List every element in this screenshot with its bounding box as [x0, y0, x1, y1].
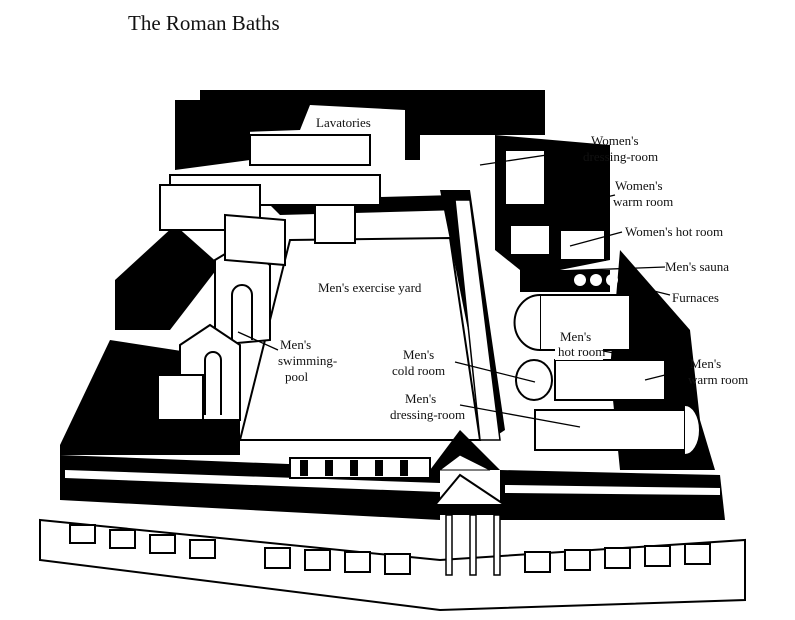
label-mens-cold-1: Men's	[403, 347, 434, 362]
label-mens-hot-2: hot room	[558, 344, 605, 359]
label-mens-cold-2: cold room	[392, 363, 445, 378]
label-womens-warm-2: warm room	[613, 194, 673, 209]
leader-mens-warm	[644, 369, 686, 381]
label-mens-swimming-3: pool	[285, 369, 309, 384]
label-womens-hot: Women's hot room	[625, 224, 723, 239]
leader-furnaces	[629, 284, 671, 296]
leader-womens-dressing	[479, 146, 601, 166]
label-womens-dressing-1: Women's	[591, 133, 639, 148]
label-mens-sauna: Men's sauna	[665, 259, 729, 274]
label-mens-swimming-2: swimming-	[278, 353, 337, 368]
label-womens-warm-1: Women's	[615, 178, 663, 193]
room-labels: Lavatories Women's dressing-room Women's…	[278, 113, 748, 422]
label-mens-hot-1: Men's	[560, 329, 591, 344]
label-mens-dressing-2: dressing-room	[390, 407, 465, 422]
leader-womens-warm	[529, 194, 616, 216]
leader-mens-sauna	[529, 266, 666, 273]
leader-mens-swimming	[237, 331, 279, 351]
leader-lines	[237, 146, 686, 428]
label-lavatories: Lavatories	[316, 115, 371, 130]
leader-mens-hot	[597, 349, 636, 358]
diagram-title: The Roman Baths	[128, 11, 280, 35]
label-womens-dressing-2: dressing-room	[583, 149, 658, 164]
label-mens-warm-2: warm room	[688, 372, 748, 387]
leader-womens-hot	[569, 231, 623, 247]
label-mens-dressing-1: Men's	[405, 391, 436, 406]
leader-mens-dressing	[459, 404, 581, 428]
label-mens-warm-1: Men's	[690, 356, 721, 371]
building-footprint	[39, 90, 746, 612]
label-furnaces: Furnaces	[672, 290, 719, 305]
label-mens-exercise-yard: Men's exercise yard	[318, 280, 422, 295]
leader-mens-cold	[454, 361, 536, 383]
label-mens-swimming-1: Men's	[280, 337, 311, 352]
